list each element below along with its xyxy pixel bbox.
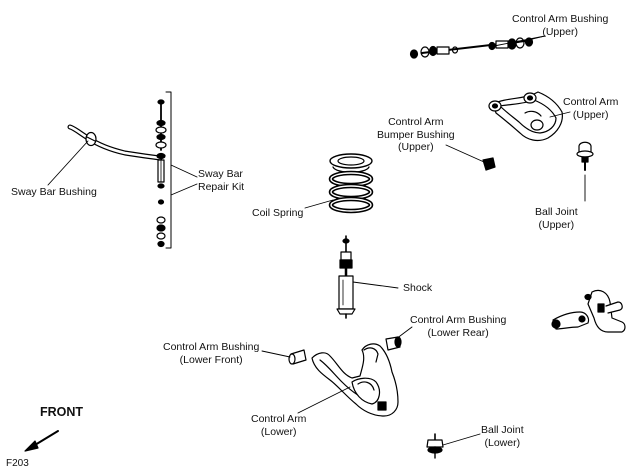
label-control-arm-upper: Control Arm (Upper): [563, 96, 618, 121]
upper-ball-joint-part: [576, 141, 594, 202]
label-line: Repair Kit: [198, 180, 245, 193]
label-line: (Upper): [542, 25, 578, 38]
label-ball-joint-lower: Ball Joint (Lower): [481, 424, 524, 449]
figure-code: F203: [6, 458, 29, 469]
front-direction-label: FRONT: [40, 405, 84, 419]
label-control-arm-bushing-lower-front: Control Arm Bushing (Lower Front): [163, 341, 259, 366]
label-line: Bumper Bushing: [377, 128, 455, 141]
shock-absorber-part: [336, 235, 399, 319]
label-line: (Lower Rear): [427, 326, 489, 339]
upper-control-arm-part: [488, 91, 571, 142]
lower-ball-joint-part: [426, 433, 481, 459]
label-line: Ball Joint: [535, 206, 578, 218]
sway-bar-part: [47, 124, 163, 186]
label-line: Shock: [403, 282, 433, 294]
label-line: (Upper): [572, 108, 609, 121]
label-line: Control Arm: [251, 413, 307, 425]
label-control-arm-bushing-lower-rear: Control Arm Bushing (Lower Rear): [410, 314, 506, 339]
label-line: (Lower): [484, 436, 521, 449]
label-sway-bar-repair-kit: Sway Bar Repair Kit: [198, 168, 244, 193]
sway-bar-link-kit-part: [155, 91, 198, 249]
lower-rear-bushing-part: [385, 326, 413, 351]
label-line: (Lower Front): [179, 353, 243, 366]
lower-control-arm-part: [297, 343, 399, 417]
front-arrow-icon: [24, 430, 59, 452]
coil-spring-part: [304, 153, 374, 214]
label-shock: Shock: [403, 282, 432, 295]
label-line: (Lower): [260, 425, 297, 438]
label-ball-joint-upper: Ball Joint (Upper): [535, 206, 578, 231]
label-line: Control Arm: [388, 116, 444, 128]
label-line: (Upper): [398, 141, 434, 153]
label-line: (Upper): [538, 218, 575, 231]
label-line: Control Arm Bushing: [163, 341, 260, 353]
label-coil-spring: Coil Spring: [252, 207, 303, 220]
label-line: Ball Joint: [481, 424, 524, 436]
label-control-arm-lower: Control Arm (Lower): [251, 413, 306, 438]
label-control-arm-bushing-upper: Control Arm Bushing (Upper): [512, 13, 608, 38]
bumper-bushing-part: [445, 144, 496, 171]
label-sway-bar-bushing: Sway Bar Bushing: [11, 186, 97, 199]
lower-front-bushing-part: [261, 349, 307, 365]
label-line: Sway Bar Bushing: [11, 186, 97, 198]
spindle-knuckle-part: [551, 289, 626, 333]
label-control-arm-bumper-bushing-upper: Control Arm Bumper Bushing (Upper): [377, 116, 455, 154]
label-line: Coil Spring: [252, 207, 304, 219]
upper-control-arm-bushing-kit: [409, 35, 546, 59]
label-line: Control Arm Bushing: [410, 314, 507, 326]
label-line: Control Arm Bushing: [512, 13, 609, 25]
label-line: Sway Bar: [198, 168, 243, 180]
label-line: Control Arm: [563, 96, 619, 108]
